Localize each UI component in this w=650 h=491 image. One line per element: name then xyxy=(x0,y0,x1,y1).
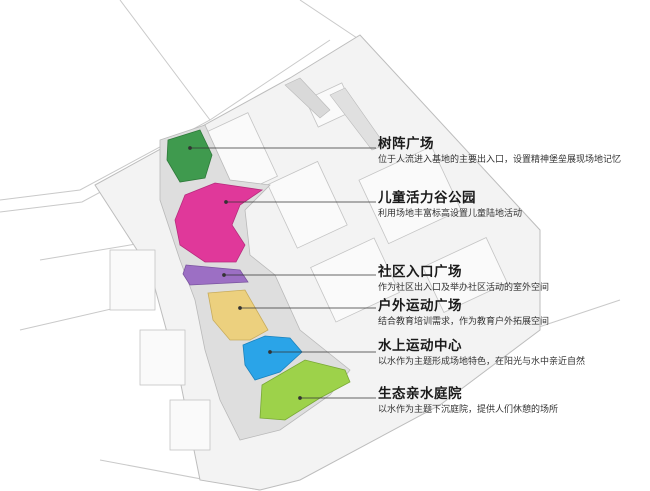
zone-label-eco-courtyard: 生态亲水庭院 以水作为主题下沉庭院，提供人们休憩的场所 xyxy=(378,386,558,416)
zone-description: 以水作为主题形成场地特色，在阳光与水中亲近自然 xyxy=(378,357,586,367)
zone-description: 利用场地丰富标高设置儿童陆地活动 xyxy=(378,209,523,219)
zone-description: 作为社区出入口及举办社区活动的室外空间 xyxy=(378,283,550,293)
zone-eco-courtyard xyxy=(259,359,351,421)
northern-strip xyxy=(284,77,331,119)
zone-label-tree-plaza: 树阵广场 位于人流进入基地的主要出入口，设置精神堡垒展现场地记忆 xyxy=(378,136,621,166)
zone-title: 儿童活力谷公园 xyxy=(378,190,476,206)
leader-dot xyxy=(298,396,302,400)
zone-title: 树阵广场 xyxy=(378,136,434,152)
zone-water-sports xyxy=(242,335,303,381)
leader-dot xyxy=(224,200,228,204)
zone-label-community-entrance: 社区入口广场 作为社区出入口及举办社区活动的室外空间 xyxy=(378,264,549,294)
zone-kids-valley xyxy=(174,182,264,263)
zone-title: 生态亲水庭院 xyxy=(378,386,462,402)
zone-label-sports-plaza: 户外运动广场 结合教育培训需求，作为教育户外拓展空间 xyxy=(378,298,549,328)
zone-description: 位于人流进入基地的主要出入口，设置精神堡垒展现场地记忆 xyxy=(378,155,622,165)
leader-dot xyxy=(188,146,192,150)
zone-sports-plaza xyxy=(207,289,269,341)
leader-dot xyxy=(268,350,272,354)
zone-description: 以水作为主题下沉庭院，提供人们休憩的场所 xyxy=(378,405,559,415)
leader-dot xyxy=(238,306,242,310)
leader-dot xyxy=(222,273,226,277)
zone-community-entrance xyxy=(182,264,249,286)
eastern-strip xyxy=(329,87,386,151)
zone-label-kids-valley: 儿童活力谷公园 利用场地丰富标高设置儿童陆地活动 xyxy=(378,190,522,220)
zone-title: 户外运动广场 xyxy=(378,298,462,314)
leader-lines xyxy=(188,146,376,400)
zone-description: 结合教育培训需求，作为教育户外拓展空间 xyxy=(378,317,550,327)
zone-title: 水上运动中心 xyxy=(378,338,462,354)
zone-label-water-sports: 水上运动中心 以水作为主题形成场地特色，在阳光与水中亲近自然 xyxy=(378,338,585,368)
zone-tree-plaza xyxy=(166,129,213,183)
zone-title: 社区入口广场 xyxy=(378,264,462,280)
